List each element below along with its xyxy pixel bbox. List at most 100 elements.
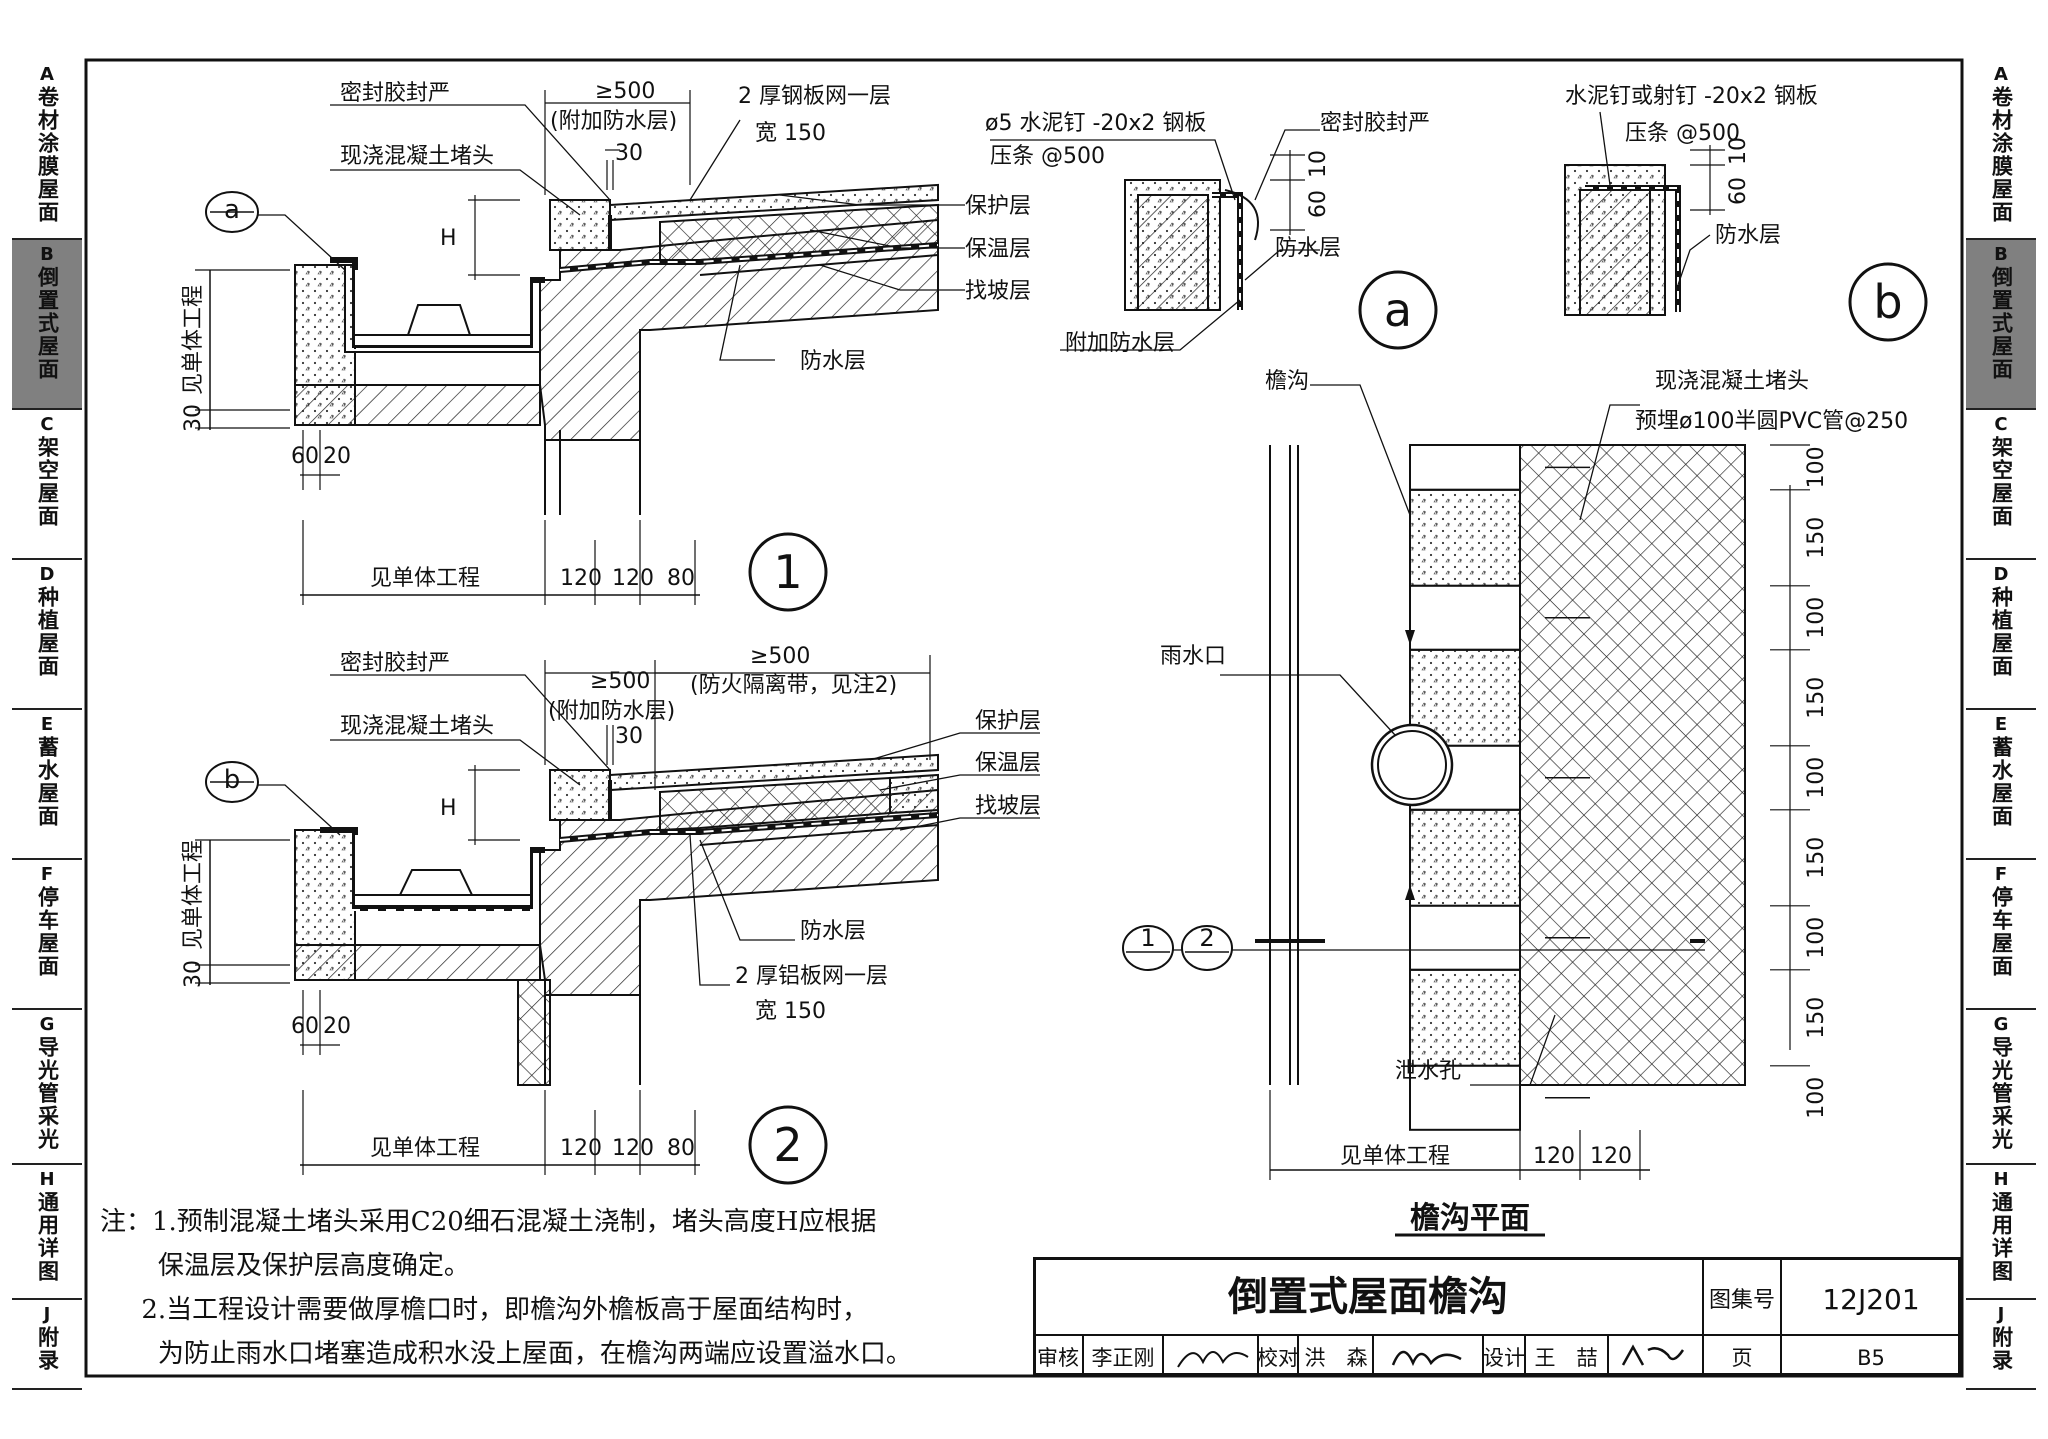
- tab-code: F: [1994, 864, 2008, 885]
- tab-label: 导光管采光: [1989, 1036, 2014, 1151]
- detail-b-labels: 水泥钉或射钉 -20x2 钢板 压条 @500 10 60 防水层: [1565, 84, 1818, 248]
- d1-mesh: 2 厚钢板网一层: [738, 84, 891, 109]
- d2-see-project: 见单体工程: [370, 1136, 480, 1161]
- d1-d120a: 120: [560, 566, 602, 591]
- d2-insul: 保温层: [975, 751, 1041, 776]
- atlas-number: 12J201: [1822, 1283, 1919, 1316]
- tab-label: 通用详图: [35, 1191, 60, 1283]
- d2-min500a: ≥500: [590, 669, 650, 694]
- tab-code: C: [40, 414, 54, 435]
- d2-extra-wp: (附加防水层): [548, 699, 675, 724]
- d2-fire: (防火隔离带，见注2): [690, 673, 897, 698]
- plan-title: 檐沟平面: [1410, 1201, 1530, 1236]
- d2-slope: 找坡层: [975, 794, 1041, 819]
- detail-a-section: [990, 129, 1438, 351]
- tab-label: 附录: [35, 1326, 60, 1372]
- pvc-pipe-slot: [1409, 444, 1521, 491]
- plan-dim-label: 150: [1804, 997, 1829, 1039]
- d2-mesh-width: 宽 150: [755, 999, 826, 1024]
- d1-dim30-v: 30: [181, 404, 206, 432]
- detail-b-section: [1564, 111, 1928, 342]
- checker-signature: [1391, 1350, 1462, 1367]
- plan-dim-label: 100: [1804, 597, 1829, 639]
- da-strip: 压条 @500: [990, 144, 1105, 169]
- plan-dim-label: 100: [1804, 446, 1829, 488]
- da-d60: 60: [1306, 190, 1331, 218]
- tab-label: 架空屋面: [35, 436, 60, 528]
- d1-slope: 找坡层: [965, 279, 1031, 304]
- tab-label: 倒置式屋面: [1989, 266, 2014, 381]
- tab-code: E: [1994, 714, 2008, 735]
- d1-dim30: 30: [615, 141, 643, 166]
- detail-a-labels: ø5 水泥钉 -20x2 钢板 压条 @500 密封胶封严 10 60 防水层 …: [985, 111, 1430, 356]
- tab-code: B: [1994, 244, 2008, 265]
- d2-h: H: [440, 796, 457, 821]
- tab-label: 蓄水屋面: [35, 736, 60, 828]
- d2-d120a: 120: [560, 1136, 602, 1161]
- detail-a-marker: [1358, 270, 1438, 350]
- plan-gutter: 檐沟: [1265, 369, 1309, 394]
- tab-code: C: [1994, 414, 2008, 435]
- d1-protect: 保护层: [965, 194, 1031, 219]
- da-extra-wp: 附加防水层: [1065, 331, 1175, 356]
- d2-callout-letter: b: [224, 765, 241, 795]
- plan-d120b: 120: [1590, 1144, 1632, 1169]
- tab-label: 架空屋面: [1989, 436, 2014, 528]
- db-d10: 10: [1726, 137, 1751, 165]
- tab-code: G: [1993, 1014, 2009, 1035]
- tab-code: D: [1993, 564, 2009, 585]
- db-strip: 压条 @500: [1625, 121, 1740, 146]
- d1-see-project-v: 见单体工程: [181, 285, 206, 395]
- plan-weep: 泄水孔: [1395, 1059, 1461, 1084]
- d2-stub-label: 现浇混凝土堵头: [340, 714, 494, 739]
- detail-1-section: [195, 90, 965, 612]
- note-line: 注：1.预制混凝土堵头采用C20细石混凝土浇制，堵头高度H应根据: [100, 1207, 877, 1237]
- db-letter: b: [1873, 275, 1902, 329]
- notes-block: 注：1.预制混凝土堵头采用C20细石混凝土浇制，堵头高度H应根据 保温层及保护层…: [100, 1200, 912, 1376]
- checker-name: 洪 森: [1305, 1346, 1368, 1370]
- plan-sec1: 1: [1140, 924, 1155, 952]
- tab-label: 卷材涂膜屋面: [1989, 86, 2014, 224]
- atlas-label: 图集号: [1709, 1288, 1775, 1313]
- d2-d120b: 120: [612, 1136, 654, 1161]
- d2-wp: 防水层: [800, 919, 866, 944]
- d2-dim30-v: 30: [181, 960, 206, 988]
- check-label: 校对: [1257, 1346, 1299, 1370]
- d1-dim20: 20: [323, 444, 351, 469]
- detail-2-marker: [748, 1105, 828, 1185]
- d2-dim60: 60: [291, 1014, 319, 1039]
- da-wp: 防水层: [1275, 236, 1341, 261]
- tab-code: G: [39, 1014, 55, 1035]
- d1-d120b: 120: [612, 566, 654, 591]
- plan-see-project: 见单体工程: [1340, 1144, 1450, 1169]
- detail-2-labels: 密封胶封严 现浇混凝土堵头 ≥500 (附加防水层) ≥500 (防火隔离带，见…: [181, 644, 1041, 1161]
- d2-seal-label: 密封胶封严: [340, 651, 450, 676]
- d2-min500b: ≥500: [750, 644, 810, 669]
- d1-callout-letter: a: [224, 195, 240, 225]
- detail-2-section: [195, 655, 1040, 1185]
- plan-dim-label: 100: [1804, 1077, 1829, 1119]
- d2-dim20: 20: [323, 1014, 351, 1039]
- tab-label: 蓄水屋面: [1989, 736, 2014, 828]
